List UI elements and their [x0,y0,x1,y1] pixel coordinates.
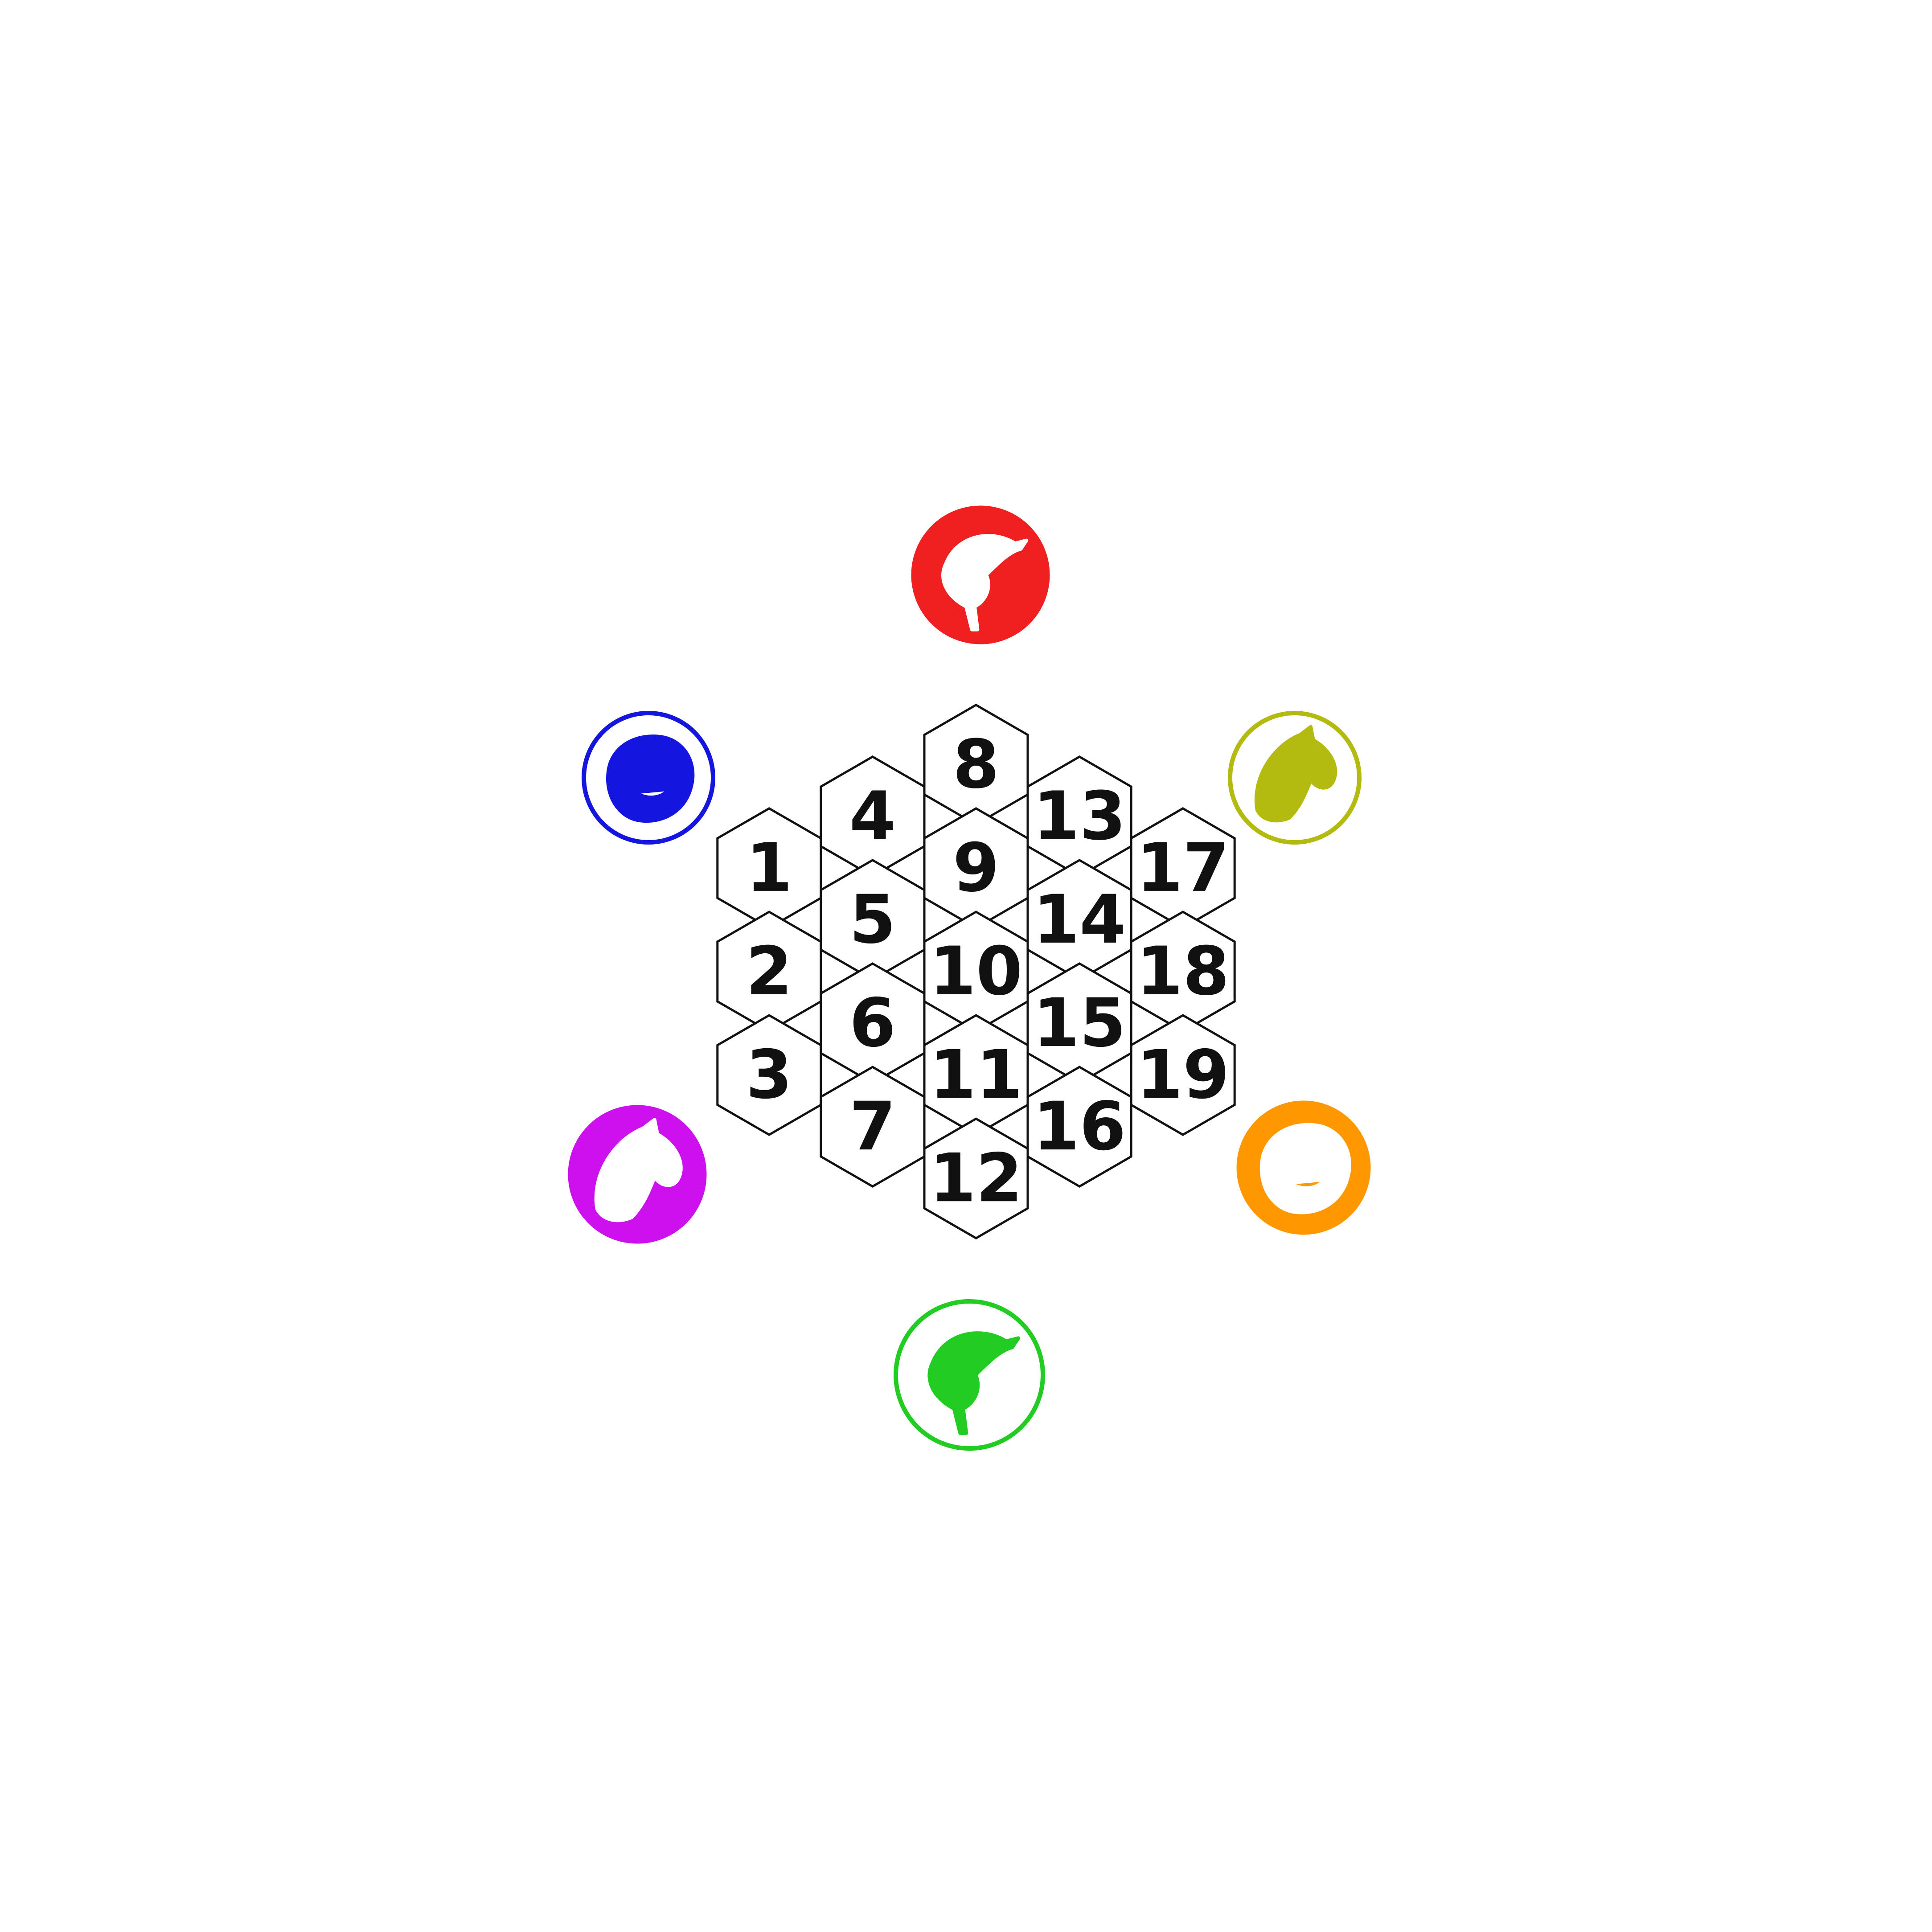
hex-cell-5[interactable]: 5 [820,859,926,981]
cell-number: 1 [746,829,792,907]
orange-tiger-token[interactable] [1236,1100,1371,1235]
cell-number: 12 [930,1140,1023,1217]
crane-icon [941,534,1029,632]
cell-number: 17 [1136,829,1230,907]
hex-cell-4[interactable]: 4 [820,755,926,878]
tiger-icon [606,734,695,823]
hex-cell-18[interactable]: 18 [1130,911,1236,1033]
cell-number: 18 [1136,933,1230,1010]
hex-cell-3[interactable]: 3 [716,1014,822,1136]
cell-number: 7 [849,1088,896,1165]
cell-number: 16 [1033,1088,1126,1165]
player-tokens [568,505,1371,1451]
cell-number: 9 [953,829,999,907]
cell-number: 14 [1033,881,1126,959]
blue-tiger-token[interactable] [582,711,715,845]
hex-cell-16[interactable]: 16 [1026,1066,1132,1188]
red-crane-token[interactable] [911,505,1050,644]
hex-cell-12[interactable]: 12 [923,1117,1029,1240]
cell-number: 4 [849,778,896,855]
hex-cell-13[interactable]: 13 [1026,755,1132,878]
hex-cell-14[interactable]: 14 [1026,859,1132,981]
cell-number: 19 [1136,1036,1230,1114]
purple-horse-token[interactable] [568,1105,707,1244]
hex-cell-9[interactable]: 9 [923,807,1029,929]
horse-icon [1255,725,1337,823]
hex-cell-17[interactable]: 17 [1130,807,1236,929]
cell-number: 8 [953,726,999,804]
cell-number: 3 [746,1036,792,1114]
hex-cell-6[interactable]: 6 [820,962,926,1084]
crane-icon [927,1331,1021,1435]
hex-cell-15[interactable]: 15 [1026,962,1132,1084]
hex-cell-7[interactable]: 7 [820,1066,926,1188]
olive-horse-token[interactable] [1228,711,1362,845]
cell-number: 2 [746,933,792,1010]
cell-number: 6 [849,984,896,1062]
cell-number: 10 [930,933,1023,1010]
hex-cell-19[interactable]: 19 [1130,1014,1236,1136]
hex-cell-10[interactable]: 10 [923,911,1029,1033]
cell-number: 5 [849,881,896,959]
green-crane-token[interactable] [894,1299,1045,1451]
hex-cell-8[interactable]: 8 [923,703,1029,826]
hex-cell-1[interactable]: 1 [716,807,822,929]
tiger-icon [1259,1123,1351,1214]
hex-cell-11[interactable]: 11 [923,1014,1029,1136]
horse-icon [594,1118,683,1222]
hex-outline [1130,1014,1236,1136]
cell-number: 13 [1033,778,1126,855]
cell-number: 15 [1033,984,1126,1062]
cell-number: 11 [930,1036,1023,1114]
hex-cell-2[interactable]: 2 [716,911,822,1033]
